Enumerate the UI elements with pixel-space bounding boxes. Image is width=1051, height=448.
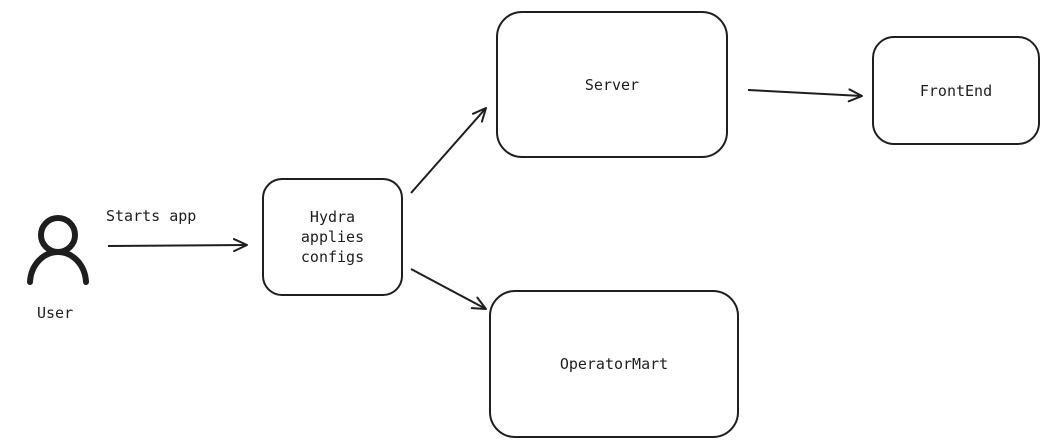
node-frontend: FrontEnd xyxy=(872,36,1040,145)
edge-label-starts-app: Starts app xyxy=(106,207,197,225)
arrow-hydra-to-server xyxy=(410,107,487,194)
operatormart-label: OperatorMart xyxy=(559,355,669,373)
node-hydra: Hydra applies configs xyxy=(262,178,403,296)
user-icon xyxy=(27,215,89,285)
node-operatormart: OperatorMart xyxy=(489,290,739,438)
server-label: Server xyxy=(584,75,640,94)
hydra-label-line-3: configs xyxy=(300,248,365,266)
hydra-label-line-2: applies xyxy=(300,228,365,246)
arrow-server-to-frontend xyxy=(747,88,863,103)
node-server: Server xyxy=(496,11,728,158)
user-label: User xyxy=(37,304,74,322)
arrow-user-to-hydra xyxy=(107,238,248,253)
arrow-hydra-to-operatormart xyxy=(410,268,487,310)
frontend-label: FrontEnd xyxy=(919,81,993,100)
hydra-label-line-1: Hydra xyxy=(309,208,356,226)
